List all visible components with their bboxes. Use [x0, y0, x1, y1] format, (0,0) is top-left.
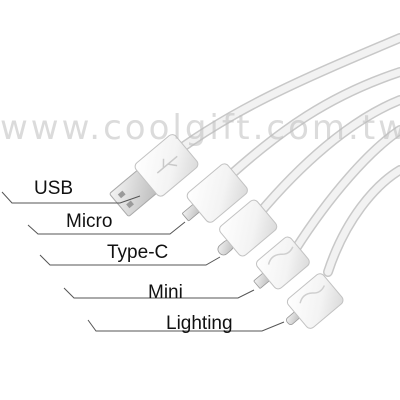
leader-lines	[1, 191, 285, 332]
mini-usb-connector-icon	[253, 236, 310, 290]
label-usb: USB	[34, 178, 74, 199]
label-mini: Mini	[148, 282, 183, 303]
dragon-logo-icon	[299, 285, 326, 304]
cable-strands	[160, 33, 400, 277]
lightning-connector-icon	[285, 273, 344, 329]
label-lighting: Lighting	[166, 313, 233, 334]
type-c-connector-icon	[217, 199, 278, 257]
label-type-c: Type-C	[107, 242, 169, 263]
watermark: www.coolgift.com.tw	[0, 108, 400, 148]
usb-symbol-icon	[156, 155, 178, 174]
micro-usb-connector-icon	[182, 163, 248, 223]
dragon-logo-icon	[267, 246, 294, 265]
usb-connector-icon	[109, 134, 199, 217]
label-micro: Micro	[66, 211, 113, 232]
